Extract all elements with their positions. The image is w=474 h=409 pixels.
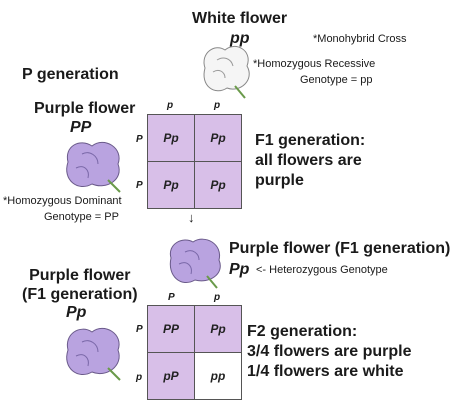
- square2-cell: PP: [148, 306, 194, 352]
- f2-parent-line-2: (F1 generation): [22, 286, 138, 303]
- p-generation-label: P generation: [22, 66, 119, 83]
- punnett-square-2: PP Pp pP pp: [147, 305, 242, 400]
- down-arrow-icon: ↓: [188, 210, 195, 225]
- square1-top-allele-1: p: [167, 100, 174, 111]
- f1-generation-text: F1 generation: all flowers are purple: [255, 131, 365, 191]
- square1-side-allele-2: P: [136, 180, 143, 191]
- square1-cell: Pp: [195, 115, 241, 161]
- square2-top-allele-2: p: [214, 292, 221, 303]
- square1-side-allele-1: P: [136, 134, 143, 145]
- square2-side-allele-1: P: [136, 324, 143, 335]
- square1-top-allele-2: p: [214, 100, 221, 111]
- square2-side-allele-2: p: [136, 372, 143, 383]
- f1-flower-title: Purple flower (F1 generation): [229, 240, 451, 257]
- square2-cell: pP: [148, 353, 194, 399]
- purple-flower-title: Purple flower: [34, 100, 136, 117]
- square2-top-allele-1: P: [168, 292, 175, 303]
- white-flower-genotype: pp: [230, 30, 250, 47]
- note-homozygous-recessive: *Homozygous Recessive: [253, 58, 376, 70]
- note-monohybrid: *Monohybrid Cross: [313, 33, 407, 45]
- note-homozygous-dominant: *Homozygous Dominant: [3, 195, 122, 207]
- note-dominant-genotype: Genotype = PP: [44, 211, 119, 223]
- white-flower-icon: [203, 45, 250, 99]
- f2-line-3: 1/4 flowers are white: [247, 363, 404, 380]
- f1-purple-flower-icon: [169, 238, 221, 289]
- square1-cell: Pp: [148, 162, 194, 208]
- square2-cell: Pp: [195, 306, 241, 352]
- note-heterozygous: <- Heterozygous Genotype: [256, 264, 388, 276]
- f2-parent-line-1: Purple flower: [29, 267, 131, 284]
- f1-line-3: purple: [255, 172, 304, 189]
- f2-generation-text: F2 generation: 3/4 flowers are purple 1/…: [247, 322, 412, 382]
- f2-parent-genotype: Pp: [66, 304, 87, 321]
- square1-cell: Pp: [148, 115, 194, 161]
- purple-flower-genotype: PP: [70, 119, 92, 136]
- f1-line-2: all flowers are: [255, 152, 362, 169]
- purple-flower-icon: [66, 141, 121, 193]
- square1-cell: Pp: [195, 162, 241, 208]
- f1-line-1: F1 generation:: [255, 132, 366, 149]
- square2-cell-white: pp: [195, 353, 241, 399]
- f2-line-2: 3/4 flowers are purple: [247, 343, 412, 360]
- note-recessive-genotype: Genotype = pp: [300, 74, 373, 86]
- f2-line-1: F2 generation:: [247, 323, 358, 340]
- f2-parent-flower-icon: [66, 327, 121, 381]
- punnett-square-1: Pp Pp Pp Pp: [147, 114, 242, 209]
- f2-parent-title: Purple flower (F1 generation): [22, 266, 138, 304]
- white-flower-title: White flower: [192, 10, 288, 27]
- f1-flower-genotype: Pp: [229, 261, 250, 278]
